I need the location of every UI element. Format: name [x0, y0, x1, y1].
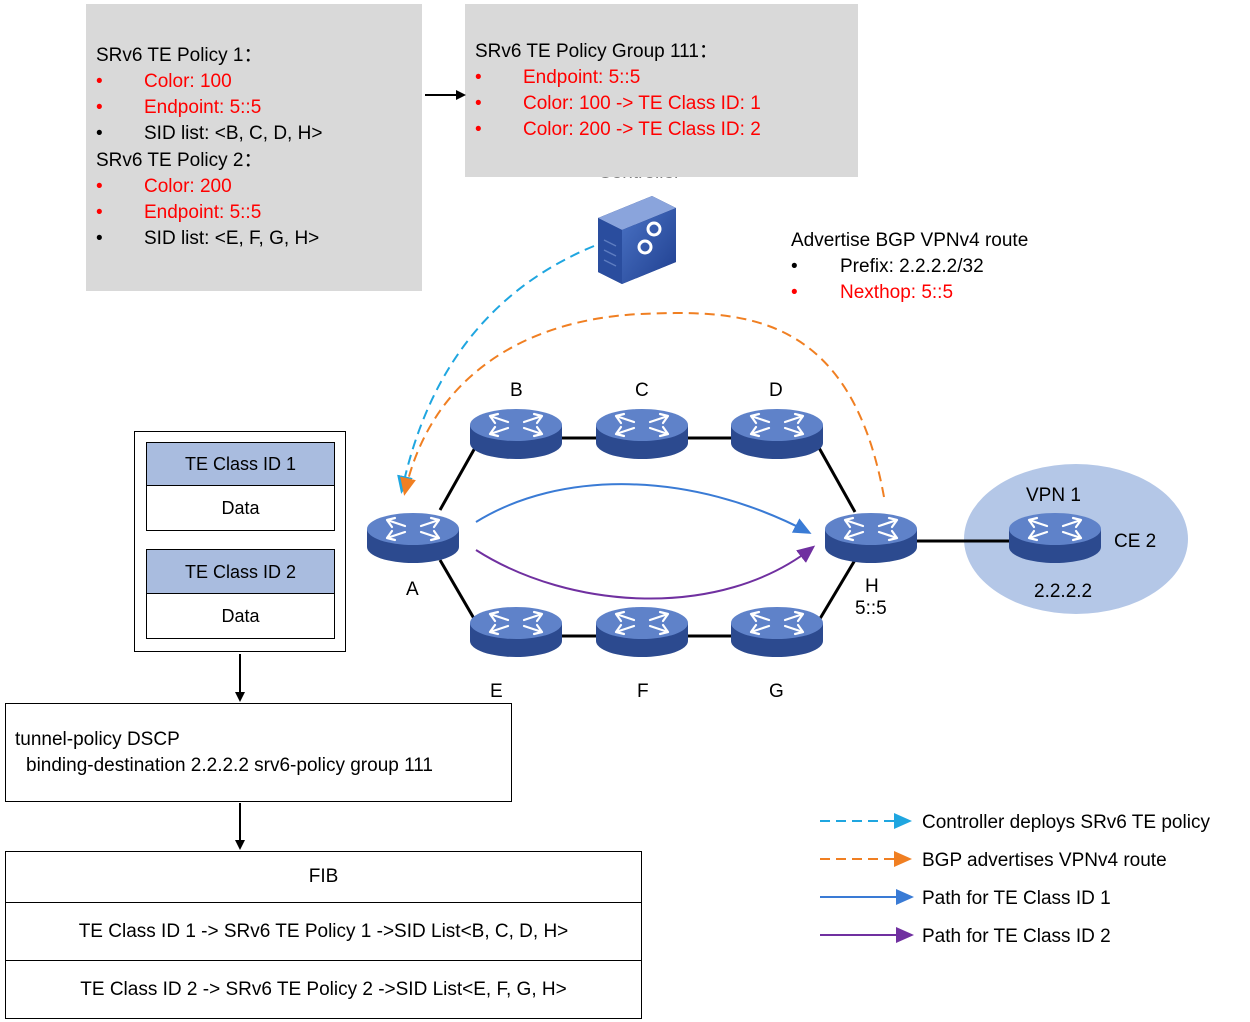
label-node-h-addr: 5::5 — [855, 598, 887, 619]
bgp-advert-path — [400, 312, 885, 498]
label-node-f: F — [637, 681, 649, 702]
packet1-body: Data — [146, 485, 335, 531]
fib-table: FIB TE Class ID 1 -> SRv6 TE Policy 1 ->… — [5, 851, 642, 1019]
packet1-header: TE Class ID 1 — [146, 442, 335, 487]
legend-label-controller: Controller deploys SRv6 TE policy — [922, 812, 1210, 833]
group-title: SRv6 TE Policy Group 111： — [475, 41, 718, 62]
bullet: • — [96, 176, 103, 197]
policy-box: SRv6 TE Policy 1： • Color: 100 • Endpoin… — [86, 4, 422, 291]
packets-box: TE Class ID 1 Data TE Class ID 2 Data — [134, 431, 346, 652]
bullet: • — [475, 93, 482, 114]
tunnel-policy-line2: binding-destination 2.2.2.2 srv6-policy … — [26, 755, 433, 776]
bgp-nexthop: Nexthop: 5::5 — [840, 282, 954, 303]
bullet: • — [96, 97, 103, 118]
link-d-h — [816, 445, 857, 513]
fib-title: FIB — [308, 866, 339, 887]
label-node-e: E — [490, 681, 503, 702]
group-endpoint: Endpoint: 5::5 — [523, 67, 641, 88]
bgp-prefix: Prefix: 2.2.2.2/32 — [840, 256, 984, 277]
link-a-e — [438, 559, 478, 623]
path-te-class-1 — [475, 483, 812, 534]
fib-row-2: TE Class ID 2 -> SRv6 TE Policy 2 ->SID … — [6, 960, 641, 1018]
policy1-title: SRv6 TE Policy 1： — [96, 45, 263, 66]
packet2-body: Data — [146, 593, 335, 639]
packet2-header: TE Class ID 2 — [146, 549, 335, 595]
bullet: • — [791, 282, 798, 303]
bullet: • — [96, 202, 103, 223]
bullet: • — [96, 71, 103, 92]
tunnel-policy-box: tunnel-policy DSCP binding-destination 2… — [5, 703, 512, 802]
router-d-icon — [729, 407, 825, 461]
controller-deploy-path — [397, 245, 595, 494]
policy2-endpoint: Endpoint: 5::5 — [144, 202, 262, 223]
fib-row-1: TE Class ID 1 -> SRv6 TE Policy 1 ->SID … — [6, 902, 641, 960]
label-ce2: CE 2 — [1114, 531, 1156, 552]
label-node-a: A — [406, 579, 419, 600]
policy2-sidlist: SID list: <E, F, G, H> — [144, 228, 320, 249]
policy-group-box: SRv6 TE Policy Group 111： • Endpoint: 5:… — [465, 4, 858, 177]
bullet: • — [475, 67, 482, 88]
bullet: • — [791, 256, 798, 277]
label-node-c: C — [635, 380, 649, 401]
bullet: • — [96, 123, 103, 144]
legend-label-bgp: BGP advertises VPNv4 route — [922, 850, 1167, 871]
label-ce2-addr: 2.2.2.2 — [1034, 581, 1092, 602]
tunnel-policy-line1: tunnel-policy DSCP — [15, 729, 180, 750]
path-te-class-2 — [475, 545, 816, 600]
bgp-advert-title: Advertise BGP VPNv4 route — [791, 230, 1029, 251]
bullet: • — [475, 119, 482, 140]
policy1-color: Color: 100 — [144, 71, 232, 92]
group-color-100: Color: 100 -> TE Class ID: 1 — [523, 93, 761, 114]
legend-label-path2: Path for TE Class ID 2 — [922, 926, 1111, 947]
policy2-color: Color: 200 — [144, 176, 232, 197]
label-node-d: D — [769, 380, 783, 401]
controller-server-icon — [598, 196, 676, 284]
router-a-icon — [365, 511, 461, 565]
policy1-sidlist: SID list: <B, C, D, H> — [144, 123, 323, 144]
router-h-icon — [823, 511, 919, 565]
router-c-icon — [594, 407, 690, 461]
router-b-icon — [468, 407, 564, 461]
label-node-b: B — [510, 380, 523, 401]
bullet: • — [96, 228, 103, 249]
label-vpn-name: VPN 1 — [1026, 485, 1081, 506]
link-a-b — [438, 445, 478, 511]
group-color-200: Color: 200 -> TE Class ID: 2 — [523, 119, 761, 140]
links — [438, 436, 1012, 638]
router-g-icon — [729, 605, 825, 659]
router-ce2-icon — [1007, 511, 1103, 565]
policy2-title: SRv6 TE Policy 2： — [96, 150, 263, 171]
router-e-icon — [468, 605, 564, 659]
link-g-h — [816, 559, 857, 623]
label-node-h: H — [865, 576, 879, 597]
label-node-g: G — [769, 681, 784, 702]
legend-label-path1: Path for TE Class ID 1 — [922, 888, 1111, 909]
router-f-icon — [594, 605, 690, 659]
legend: Controller deploys SRv6 TE policy BGP ad… — [820, 812, 1210, 947]
policy1-endpoint: Endpoint: 5::5 — [144, 97, 262, 118]
